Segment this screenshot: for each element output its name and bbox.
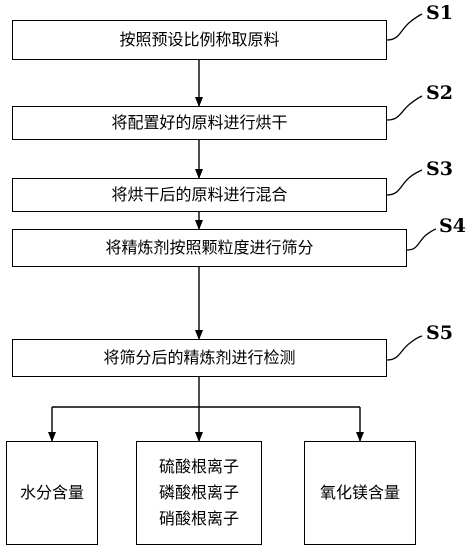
leader-s1 <box>386 13 423 41</box>
step-box-s4: 将精炼剂按照颗粒度进行筛分 <box>12 229 407 267</box>
leader-s3 <box>386 169 423 196</box>
output-text-phosphate: 磷酸根离子 <box>158 483 239 502</box>
output-text-moisture: 水分含量 <box>19 483 84 502</box>
step-box-s5: 将筛分后的精炼剂进行检测 <box>12 339 387 377</box>
step-text-s5: 将筛分后的精炼剂进行检测 <box>103 348 296 367</box>
step-label-s2: S2 <box>426 82 453 104</box>
output-text-magnesia: 氧化镁含量 <box>319 483 400 502</box>
step-text-s1: 按照预设比例称取原料 <box>119 30 280 49</box>
step-text-s2: 将配置好的原料进行烘干 <box>111 113 288 132</box>
step-text-s3: 将烘干后的原料进行混合 <box>111 185 288 204</box>
output-text-sulfate: 硫酸根离子 <box>158 457 239 476</box>
output-box-moisture: 水分含量 <box>6 441 98 545</box>
output-box-magnesia: 氧化镁含量 <box>304 441 416 545</box>
step-label-s4: S4 <box>439 215 466 237</box>
leader-s4 <box>406 228 437 251</box>
leader-s5 <box>386 335 423 361</box>
leader-s2 <box>386 95 423 121</box>
step-box-s2: 将配置好的原料进行烘干 <box>12 106 387 140</box>
step-box-s3: 将烘干后的原料进行混合 <box>12 178 387 212</box>
output-text-nitrate: 硝酸根离子 <box>158 509 239 528</box>
step-text-s4: 将精炼剂按照颗粒度进行筛分 <box>105 238 314 257</box>
step-label-s1: S1 <box>426 2 453 24</box>
output-box-ions: 硫酸根离子 磷酸根离子 硝酸根离子 <box>136 441 262 545</box>
step-box-s1: 按照预设比例称取原料 <box>12 20 387 60</box>
step-label-s5: S5 <box>426 322 453 344</box>
step-label-s3: S3 <box>426 158 453 180</box>
